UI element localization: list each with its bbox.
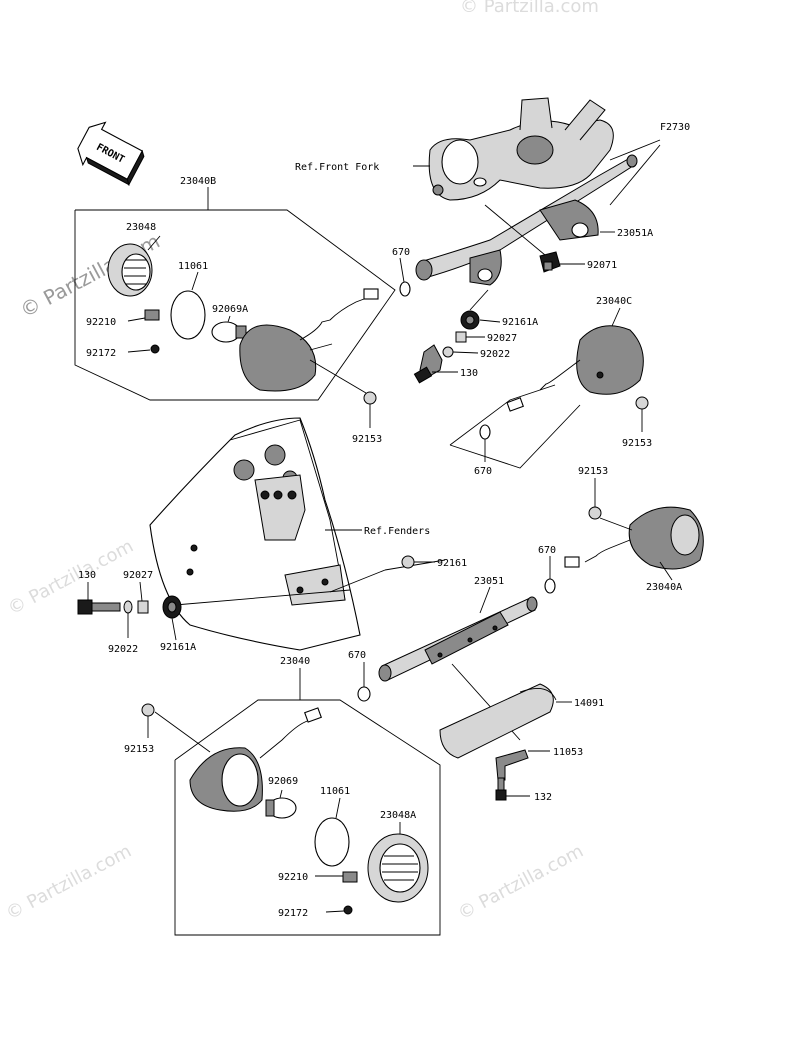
label-92071: 92071	[587, 260, 617, 271]
ref-fenders-label: Ref.Fenders	[364, 526, 430, 537]
label-92027: 92027	[123, 570, 153, 581]
bolt-130-top	[413, 344, 443, 384]
label-23048A: 23048A	[380, 810, 416, 821]
bolt-92153-top	[363, 391, 377, 405]
cover-14091	[439, 683, 557, 759]
gasket-11061-bottom	[314, 817, 350, 867]
label-23051A: 23051A	[617, 228, 653, 239]
label-92172: 92172	[86, 348, 116, 359]
label-92027: 92027	[487, 333, 517, 344]
label-92172: 92172	[278, 908, 308, 919]
label-92210: 92210	[86, 317, 116, 328]
collar-92027-top	[455, 331, 467, 343]
screw-92172-top	[150, 344, 160, 354]
label-23040C: 23040C	[596, 296, 632, 307]
clip-92210-top	[144, 309, 160, 321]
watermark-faint: © Partzilla.com	[460, 0, 599, 17]
bolt-92153-bottom	[141, 703, 155, 717]
clip-92210-bottom	[342, 871, 358, 883]
clamp-92071	[539, 251, 561, 273]
turn-signal-23040C	[539, 325, 644, 395]
bulb-92069A	[211, 321, 247, 343]
label-23051: 23051	[474, 576, 504, 587]
label-130: 130	[78, 570, 96, 581]
front-arrow-icon: FRONT	[77, 121, 145, 186]
turn-signal-23040A	[564, 506, 704, 570]
label-14091: 14091	[574, 698, 604, 709]
bolt-92153-a	[588, 506, 602, 520]
watermark-faint: © Partzilla.com	[454, 841, 587, 925]
watermark-faint: © Partzilla.com	[2, 841, 135, 925]
ref-front-fork-label: Ref.Front Fork	[295, 162, 379, 173]
label-92153: 92153	[124, 744, 154, 755]
gasket-11061	[170, 290, 206, 340]
label-132: 132	[534, 792, 552, 803]
bolt-130-left	[77, 599, 121, 615]
label-670: 670	[474, 466, 492, 477]
label-92153: 92153	[352, 434, 382, 445]
assembly-23040B-box	[74, 187, 396, 401]
figure-code: F2730	[660, 122, 690, 133]
connector-23040C	[506, 397, 524, 412]
front-fork-reference	[428, 97, 614, 201]
grommet-92161A-top	[460, 310, 480, 330]
collar-92027-left	[137, 600, 149, 614]
bracket-23051	[378, 596, 538, 682]
label-92161: 92161	[437, 558, 467, 569]
lens-23048	[107, 243, 153, 297]
labels: Ref.Front Fork Ref.Fenders 23040B 23048 …	[78, 162, 682, 919]
label-23048: 23048	[126, 222, 156, 233]
label-11053: 11053	[553, 747, 583, 758]
turn-signal-23040	[189, 707, 322, 812]
label-23040B: 23040B	[180, 176, 216, 187]
label-92210: 92210	[278, 872, 308, 883]
label-92022: 92022	[480, 349, 510, 360]
washer-92022-top	[442, 346, 454, 358]
screw-92172-bottom	[343, 905, 353, 915]
label-92161A: 92161A	[160, 642, 196, 653]
label-670: 670	[392, 247, 410, 258]
assembly-23040-box	[174, 668, 441, 936]
label-92069: 92069	[268, 776, 298, 787]
label-92153: 92153	[622, 438, 652, 449]
o-ring-670-top	[399, 281, 411, 297]
turn-signal-23040B	[239, 288, 379, 392]
plug-92161	[401, 555, 415, 569]
washer-92022-left	[123, 600, 133, 614]
o-ring-670-a	[544, 578, 556, 594]
rear-fender-reference	[149, 417, 361, 651]
label-11061: 11061	[178, 261, 208, 272]
label-670: 670	[348, 650, 366, 661]
label-92153: 92153	[578, 466, 608, 477]
o-ring-670-bottom	[357, 686, 371, 702]
label-92161A: 92161A	[502, 317, 538, 328]
label-92069A: 92069A	[212, 304, 248, 315]
watermark-faint: © Partzilla.com	[85, 0, 224, 3]
bracket-11053	[495, 749, 529, 781]
bolt-132	[495, 777, 507, 801]
bolt-92153-c	[635, 396, 649, 410]
label-670: 670	[538, 545, 556, 556]
o-ring-670-c	[479, 424, 491, 440]
lens-23048A	[367, 833, 429, 903]
label-130: 130	[460, 368, 478, 379]
label-92022: 92022	[108, 644, 138, 655]
label-11061: 11061	[320, 786, 350, 797]
label-23040A: 23040A	[646, 582, 682, 593]
bracket-23051A	[415, 154, 638, 286]
bulb-92069	[265, 797, 297, 819]
grommet-92161A-left	[162, 595, 182, 619]
label-23040: 23040	[280, 656, 310, 667]
